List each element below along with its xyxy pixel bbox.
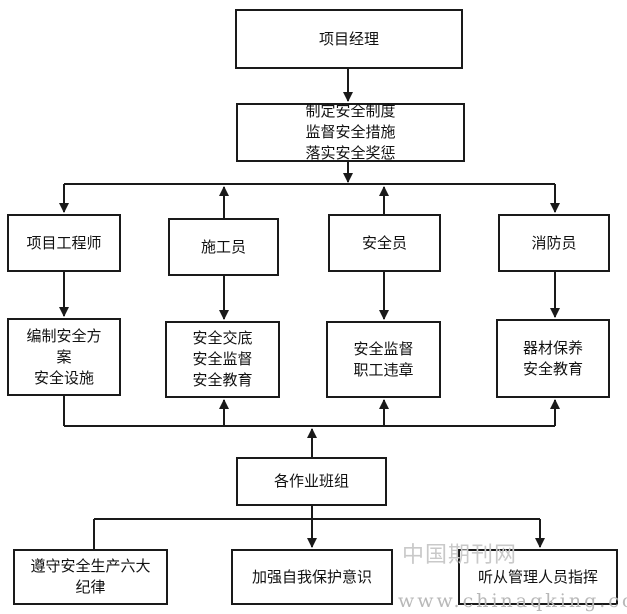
work-teams-box: 各作业班组 <box>236 457 387 506</box>
safety-duty-box: 安全监督 职工违章 <box>326 321 441 398</box>
safety-duty-label: 安全监督 职工违章 <box>353 339 414 379</box>
project-manager-box: 项目经理 <box>235 9 463 69</box>
work-teams-label: 各作业班组 <box>273 472 349 490</box>
engineer-duty-label: 编制安全方 案 安全设施 <box>26 326 102 387</box>
obey-command-label: 听从管理人员指挥 <box>477 567 598 586</box>
watermark-site-name: 中国期刊网 <box>402 543 518 568</box>
fire-officer-label: 消防员 <box>531 233 577 252</box>
project-manager-label: 项目经理 <box>318 29 379 48</box>
self-protection-box: 加强自我保护意识 <box>231 549 393 605</box>
fire-officer-box: 消防员 <box>498 214 610 272</box>
safety-officer-label: 安全员 <box>361 233 407 252</box>
constructor-duty-label: 安全交底 安全监督 安全教育 <box>192 329 253 389</box>
watermark-site-url: www.chinaqking.com <box>398 590 627 612</box>
safety-policy-label: 制定安全制度 监督安全措施 落实安全奖惩 <box>305 102 396 162</box>
constructor-duty-box: 安全交底 安全监督 安全教育 <box>165 321 280 398</box>
safety-officer-box: 安全员 <box>328 214 441 272</box>
constructor-label: 施工员 <box>200 237 246 256</box>
project-engineer-box: 项目工程师 <box>7 214 121 272</box>
self-protection-label: 加强自我保护意识 <box>251 567 372 586</box>
obey-command-box: 听从管理人员指挥 <box>458 549 618 605</box>
safety-rules-box: 遵守安全生产六大 纪律 <box>13 549 168 605</box>
safety-rules-label: 遵守安全生产六大 纪律 <box>30 557 151 596</box>
constructor-box: 施工员 <box>168 218 279 276</box>
fire-duty-label: 器材保养 安全教育 <box>522 338 583 378</box>
project-engineer-label: 项目工程师 <box>26 233 102 252</box>
fire-duty-box: 器材保养 安全教育 <box>496 319 610 398</box>
engineer-duty-box: 编制安全方 案 安全设施 <box>7 318 121 396</box>
safety-policy-box: 制定安全制度 监督安全措施 落实安全奖惩 <box>236 102 465 162</box>
